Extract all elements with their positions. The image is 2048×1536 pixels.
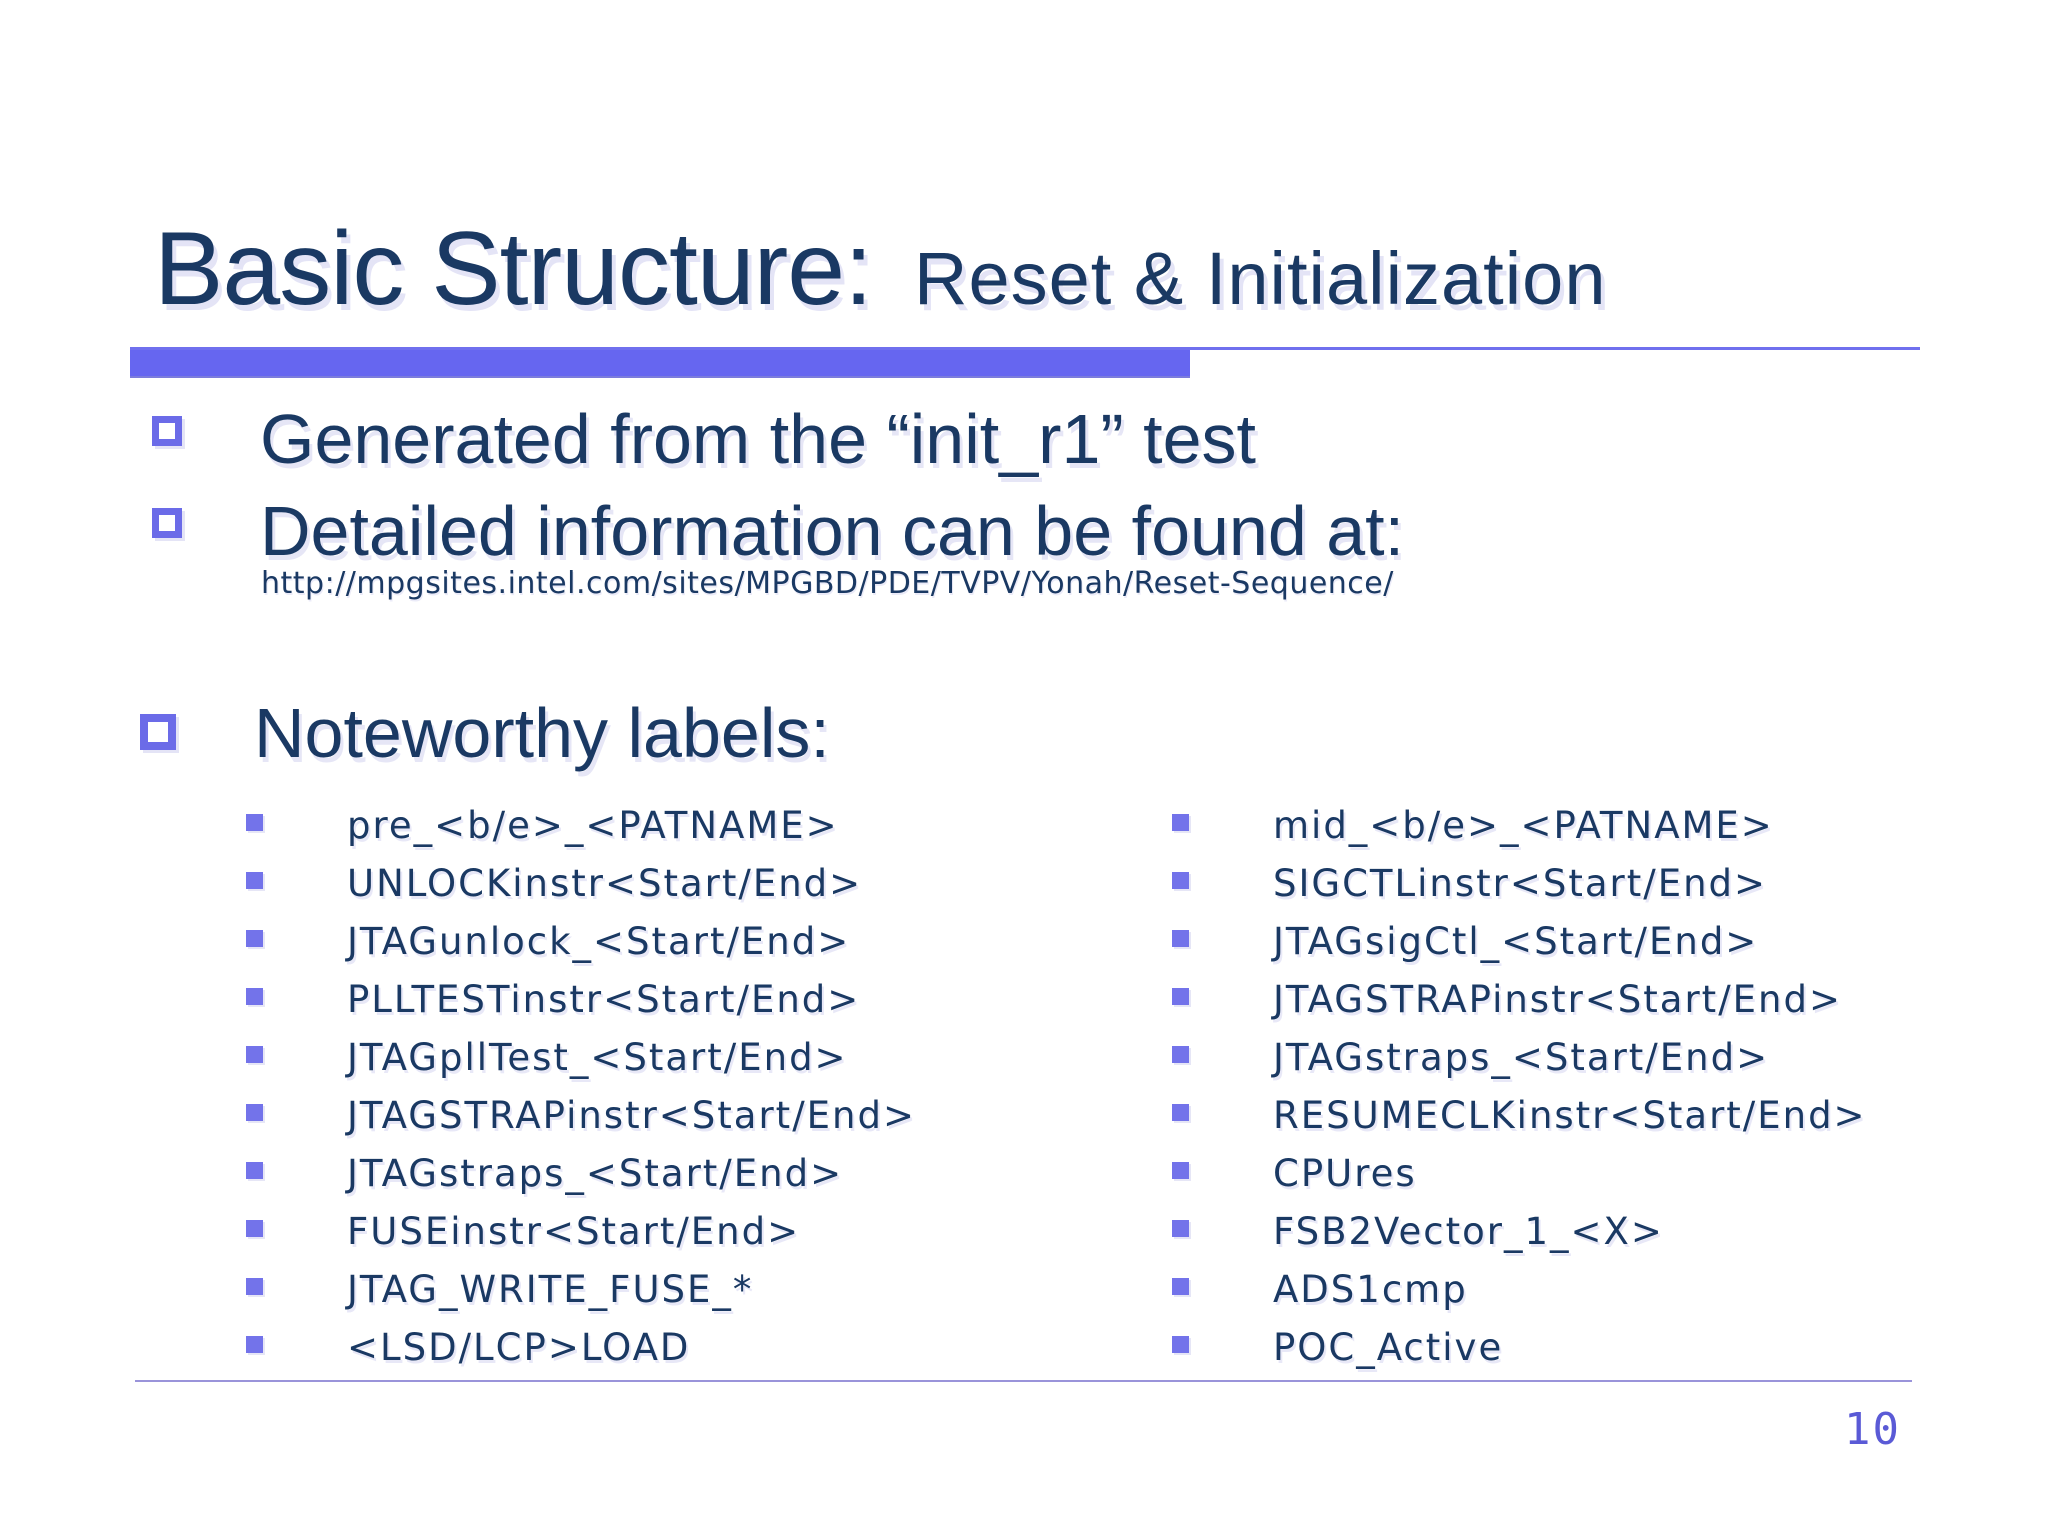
label-column-right: mid_<b/e>_<PATNAME> SIGCTLinstr<Start/En… — [1172, 796, 1867, 1376]
square-bullet-icon — [246, 1219, 263, 1237]
label-text: mid_<b/e>_<PATNAME> — [1273, 803, 1774, 847]
square-bullet-icon — [246, 813, 263, 831]
slide-title: Basic Structure: Reset & Initialization — [154, 211, 1607, 327]
label-text: PLLTESTinstr<Start/End> — [347, 977, 861, 1021]
label-text: JTAGstraps_<Start/End> — [1273, 1035, 1770, 1079]
label-text: <LSD/LCP>LOAD — [347, 1325, 691, 1369]
square-bullet-icon — [246, 1161, 263, 1179]
square-bullet-icon — [1172, 929, 1189, 947]
label-text: pre_<b/e>_<PATNAME> — [347, 803, 839, 847]
label-item: ADS1cmp — [1172, 1260, 1867, 1318]
label-text: JTAG_WRITE_FUSE_* — [347, 1267, 754, 1311]
label-item: CPUres — [1172, 1144, 1867, 1202]
square-bullet-icon — [1172, 1161, 1189, 1179]
bullet-item-noteworthy-labels: Noteworthy labels: — [140, 696, 830, 770]
label-item: <LSD/LCP>LOAD — [246, 1318, 916, 1376]
label-item: PLLTESTinstr<Start/End> — [246, 970, 916, 1028]
page-number: 10 — [1844, 1404, 1901, 1455]
label-text: JTAGSTRAPinstr<Start/End> — [347, 1093, 916, 1137]
label-text: JTAGSTRAPinstr<Start/End> — [1273, 977, 1842, 1021]
label-text: CPUres — [1273, 1151, 1417, 1195]
label-column-left: pre_<b/e>_<PATNAME> UNLOCKinstr<Start/En… — [246, 796, 916, 1376]
label-item: JTAGSTRAPinstr<Start/End> — [1172, 970, 1867, 1028]
square-outline-bullet-icon — [152, 416, 182, 446]
bullet-item-detailed-info: Detailed information can be found at: — [152, 494, 1404, 568]
title-underline-thin — [130, 347, 1920, 350]
label-item: UNLOCKinstr<Start/End> — [246, 854, 916, 912]
square-bullet-icon — [1172, 813, 1189, 831]
square-outline-bullet-icon — [152, 508, 182, 538]
label-item: JTAGsigCtl_<Start/End> — [1172, 912, 1867, 970]
labels-heading: Noteworthy labels: — [254, 694, 830, 772]
square-bullet-icon — [246, 1103, 263, 1121]
square-bullet-icon — [1172, 1045, 1189, 1063]
url-text: http://mpgsites.intel.com/sites/MPGBD/PD… — [261, 566, 1394, 601]
bottom-divider — [135, 1380, 1912, 1382]
label-item: JTAGstraps_<Start/End> — [246, 1144, 916, 1202]
label-text: JTAGpllTest_<Start/End> — [347, 1035, 848, 1079]
square-bullet-icon — [1172, 871, 1189, 889]
title-subtitle: Reset & Initialization — [914, 237, 1607, 320]
label-text: FSB2Vector_1_<X> — [1273, 1209, 1664, 1253]
label-text: ADS1cmp — [1273, 1267, 1468, 1311]
label-text: JTAGstraps_<Start/End> — [347, 1151, 844, 1195]
label-text: JTAGunlock_<Start/End> — [347, 919, 851, 963]
square-bullet-icon — [246, 1277, 263, 1295]
label-text: SIGCTLinstr<Start/End> — [1273, 861, 1768, 905]
square-outline-bullet-icon — [140, 714, 176, 750]
square-bullet-icon — [246, 987, 263, 1005]
label-item: mid_<b/e>_<PATNAME> — [1172, 796, 1867, 854]
square-bullet-icon — [1172, 1103, 1189, 1121]
title-accent-bar — [130, 350, 1190, 378]
label-text: FUSEinstr<Start/End> — [347, 1209, 801, 1253]
bullet-text: Detailed information can be found at: — [260, 492, 1405, 570]
square-bullet-icon — [246, 871, 263, 889]
square-bullet-icon — [246, 929, 263, 947]
square-bullet-icon — [1172, 1335, 1189, 1353]
square-bullet-icon — [246, 1335, 263, 1353]
label-item: RESUMECLKinstr<Start/End> — [1172, 1086, 1867, 1144]
label-item: POC_Active — [1172, 1318, 1867, 1376]
bullet-item-generated: Generated from the “init_r1” test — [152, 402, 1256, 476]
label-item: JTAGSTRAPinstr<Start/End> — [246, 1086, 916, 1144]
square-bullet-icon — [1172, 987, 1189, 1005]
label-item: JTAGunlock_<Start/End> — [246, 912, 916, 970]
label-item: JTAGstraps_<Start/End> — [1172, 1028, 1867, 1086]
bullet-text: Generated from the “init_r1” test — [260, 400, 1256, 478]
square-bullet-icon — [1172, 1219, 1189, 1237]
square-bullet-icon — [1172, 1277, 1189, 1295]
label-item: FUSEinstr<Start/End> — [246, 1202, 916, 1260]
label-text: UNLOCKinstr<Start/End> — [347, 861, 863, 905]
title-main: Basic Structure: — [154, 211, 873, 327]
label-item: FSB2Vector_1_<X> — [1172, 1202, 1867, 1260]
label-text: RESUMECLKinstr<Start/End> — [1273, 1093, 1867, 1137]
label-text: POC_Active — [1273, 1325, 1504, 1369]
label-item: JTAGpllTest_<Start/End> — [246, 1028, 916, 1086]
label-text: JTAGsigCtl_<Start/End> — [1273, 919, 1759, 963]
label-item: pre_<b/e>_<PATNAME> — [246, 796, 916, 854]
label-item: SIGCTLinstr<Start/End> — [1172, 854, 1867, 912]
label-item: JTAG_WRITE_FUSE_* — [246, 1260, 916, 1318]
square-bullet-icon — [246, 1045, 263, 1063]
